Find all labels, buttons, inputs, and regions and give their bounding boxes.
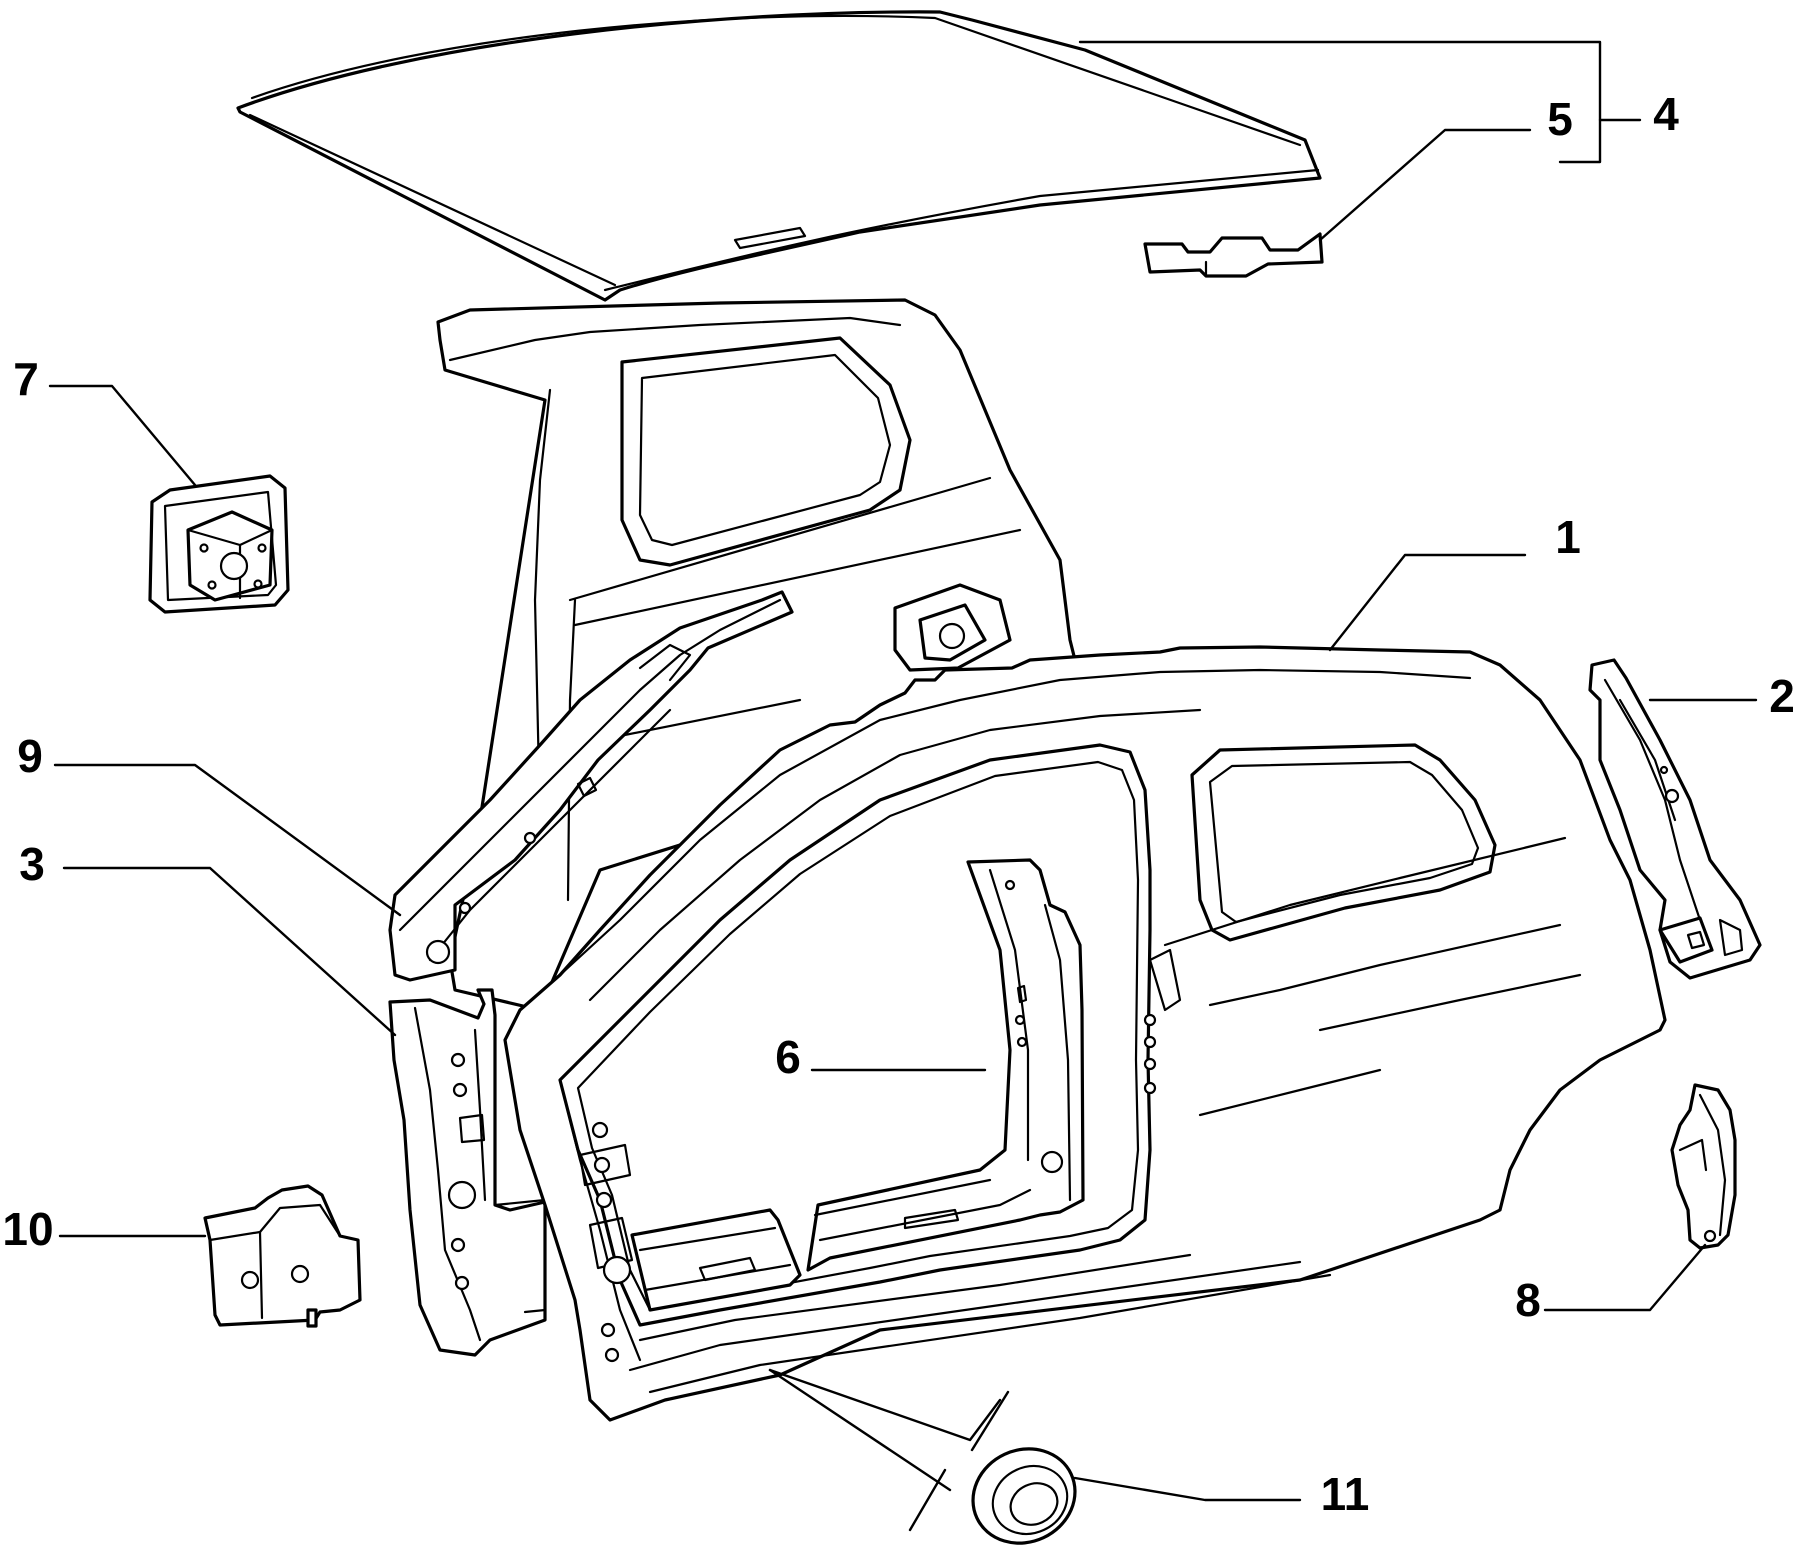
callout-5: 5 bbox=[1547, 93, 1573, 145]
callout-8: 8 bbox=[1515, 1274, 1541, 1326]
inner-body-side bbox=[436, 298, 1082, 1012]
callout-6: 6 bbox=[775, 1031, 801, 1083]
front-bracket bbox=[203, 1184, 362, 1328]
fuel-filler-housing bbox=[148, 474, 290, 614]
callout-4: 4 bbox=[1653, 88, 1679, 140]
front-sill-member bbox=[630, 1208, 802, 1312]
callout-1: 1 bbox=[1555, 511, 1581, 563]
b-pillar-sill-reinforcement bbox=[806, 858, 1085, 1272]
callout-labels: 1 2 3 4 5 6 7 8 9 10 11 bbox=[2, 88, 1794, 1520]
callout-10: 10 bbox=[2, 1203, 53, 1255]
wheel-arch-panel bbox=[1670, 1083, 1737, 1250]
callout-3: 3 bbox=[19, 838, 45, 890]
plug-grommet bbox=[971, 1447, 1077, 1545]
callout-11: 11 bbox=[1321, 1468, 1370, 1520]
rear-pillar-reinforcement bbox=[1588, 658, 1762, 980]
callout-9: 9 bbox=[17, 730, 43, 782]
callout-7: 7 bbox=[13, 353, 39, 405]
leader-lines bbox=[48, 40, 1758, 1532]
callout-2: 2 bbox=[1769, 670, 1795, 722]
a-pillar-reinforcement bbox=[388, 590, 794, 982]
roof-panel bbox=[236, 10, 1322, 302]
roof-bracket bbox=[1143, 232, 1324, 278]
